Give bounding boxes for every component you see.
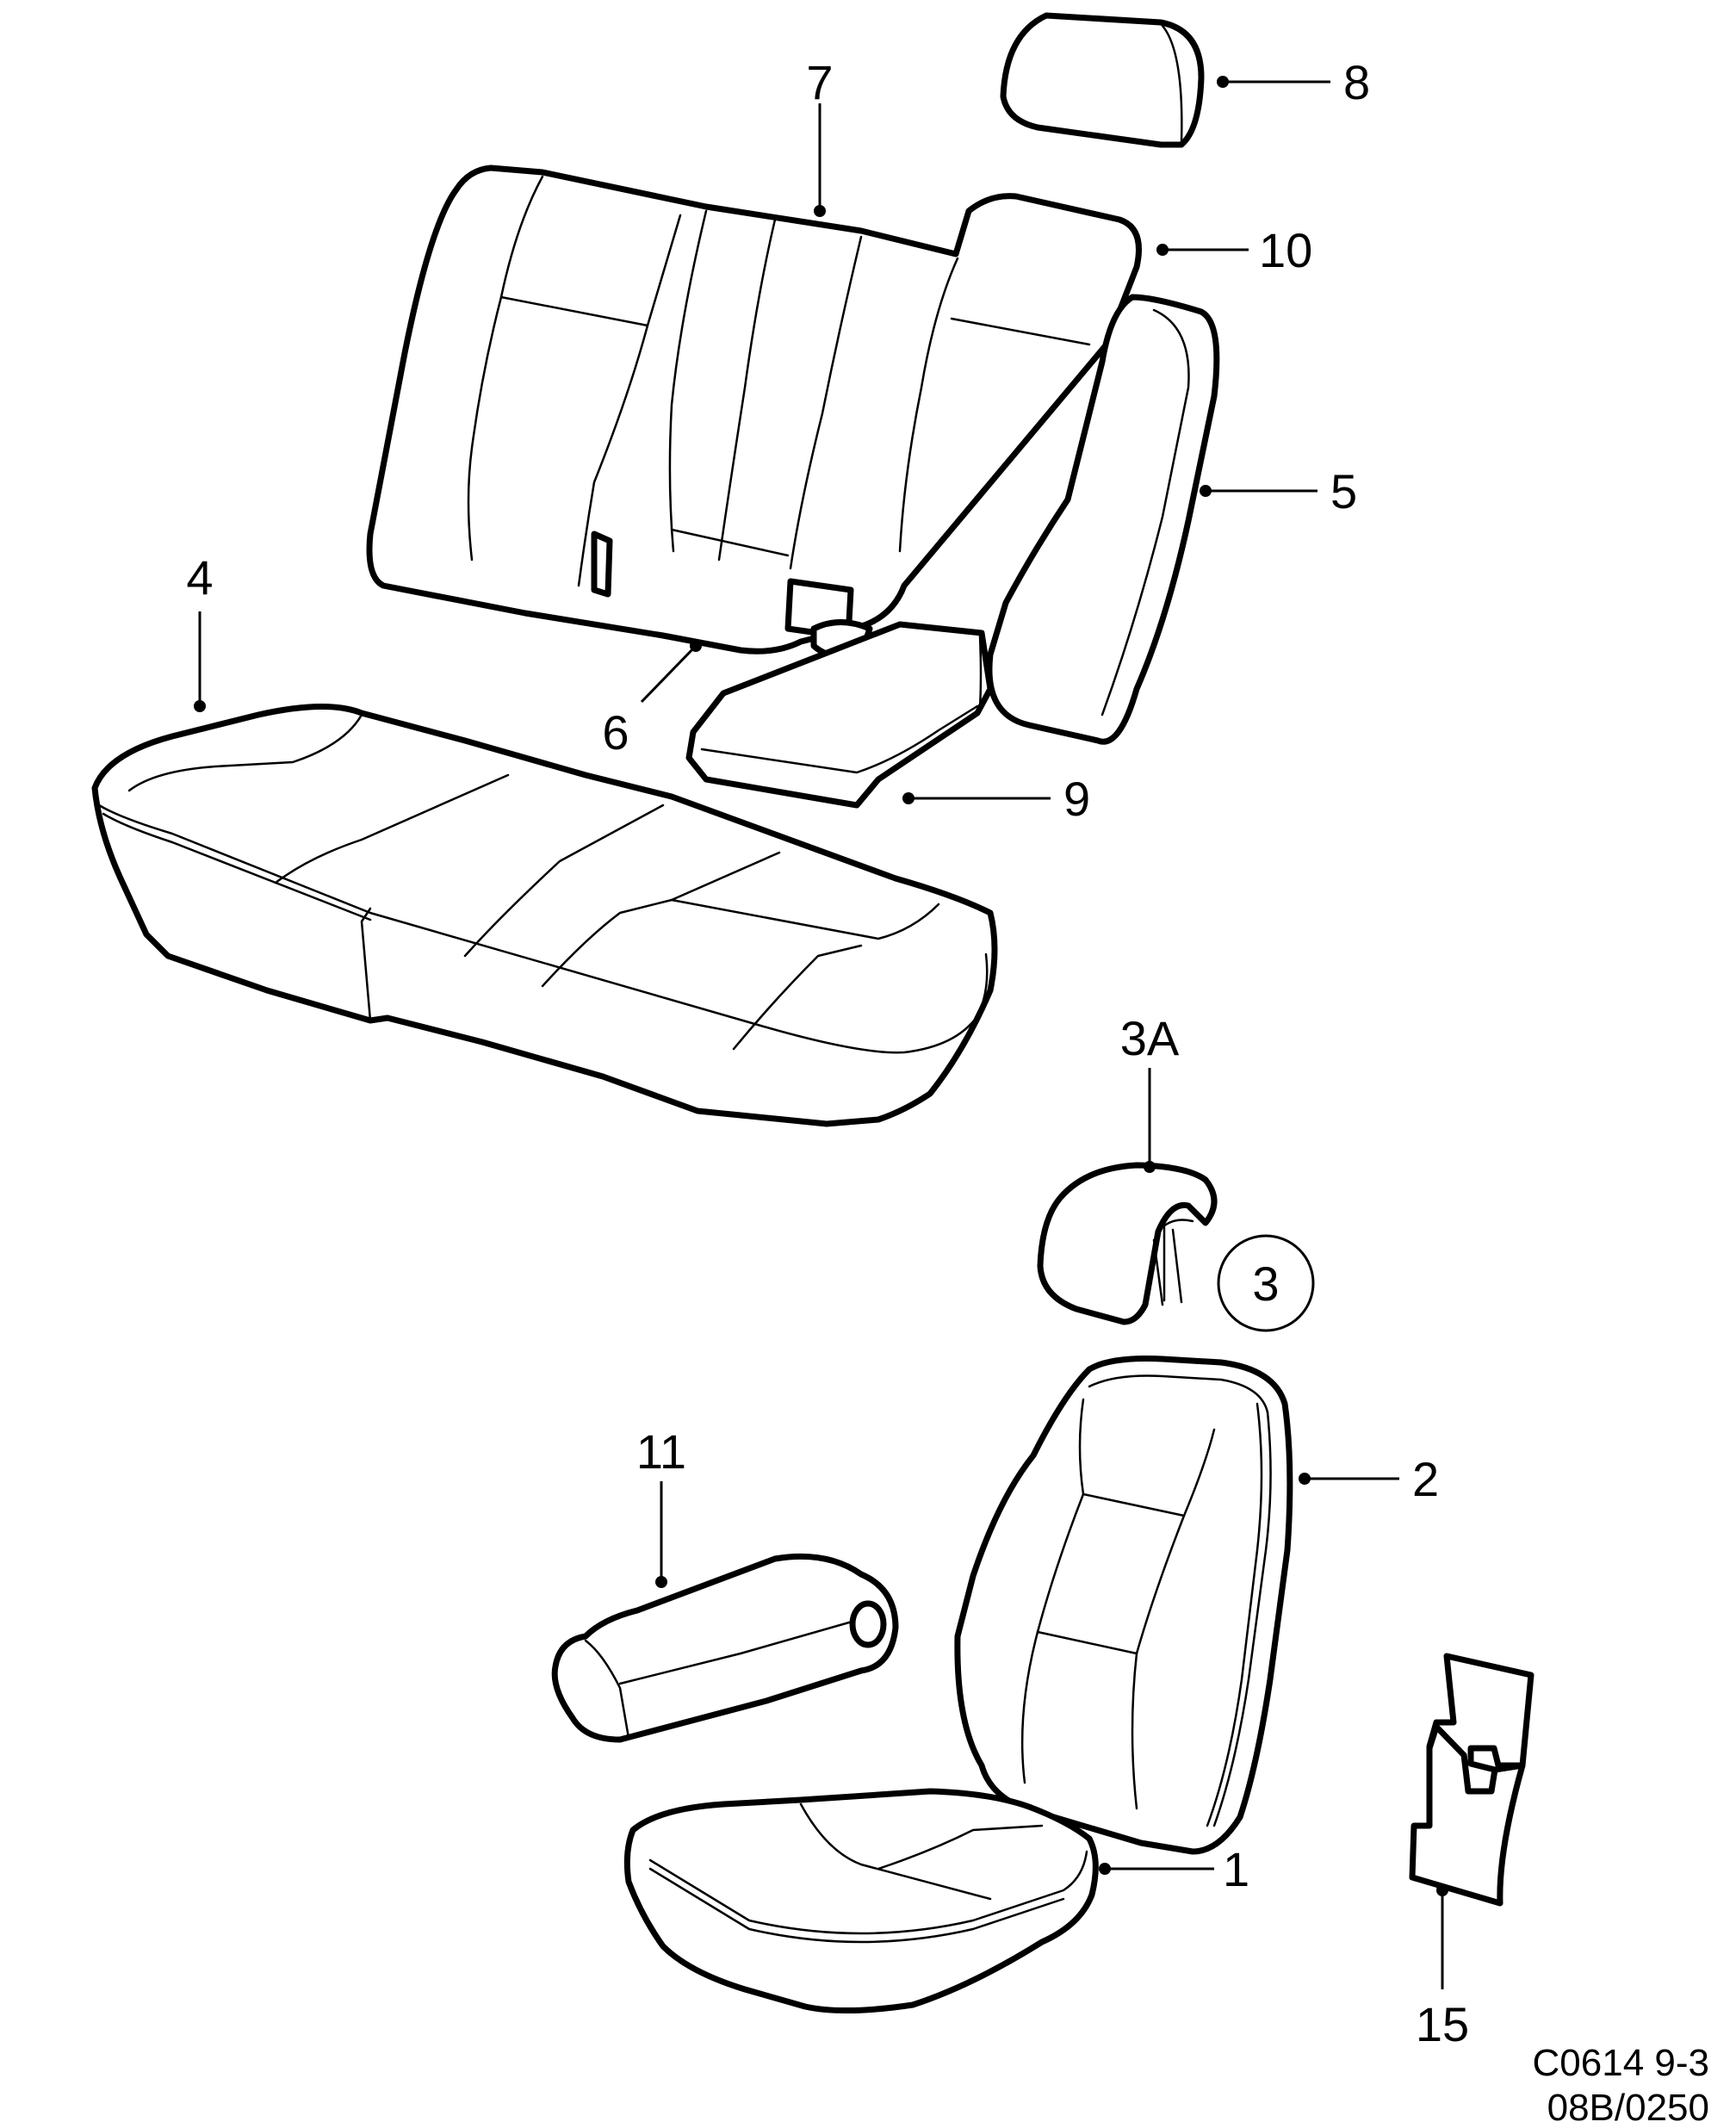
front-backrest bbox=[954, 1356, 1293, 1855]
callout-7: 7 bbox=[806, 55, 833, 109]
front-armrest bbox=[551, 1553, 899, 1743]
panel bbox=[1409, 1653, 1534, 1907]
callout-5: 5 bbox=[1330, 464, 1357, 518]
callout-9: 9 bbox=[1063, 772, 1090, 826]
callout-3a: 3A bbox=[1120, 1011, 1180, 1065]
rear-cushion bbox=[91, 704, 998, 1127]
armrest-hole bbox=[849, 1600, 887, 1648]
callout-3-circle bbox=[1217, 1234, 1315, 1332]
callout-10: 10 bbox=[1259, 223, 1312, 277]
callout-8: 8 bbox=[1343, 55, 1370, 109]
rear-headrest bbox=[1000, 12, 1205, 148]
callout-1: 1 bbox=[1223, 1842, 1249, 1896]
callout-2: 2 bbox=[1412, 1452, 1439, 1506]
front-cushion bbox=[623, 1788, 1099, 2014]
leader-lines bbox=[194, 76, 1448, 1989]
front-headrest bbox=[1037, 1162, 1218, 1325]
callout-15: 15 bbox=[1416, 1997, 1469, 2051]
callout-6: 6 bbox=[602, 705, 629, 760]
rear-armrest bbox=[685, 621, 994, 809]
reference-code-line2: 08B/0250 bbox=[1547, 2087, 1709, 2128]
callout-4: 4 bbox=[186, 550, 213, 605]
reference-code-line1: C0614 9-3 bbox=[1533, 2042, 1709, 2084]
callout-11: 11 bbox=[636, 1424, 686, 1479]
rear-backrest-bolster bbox=[986, 294, 1220, 745]
callout-3: 3 bbox=[1252, 1256, 1279, 1311]
rear-backrest bbox=[366, 164, 1142, 660]
